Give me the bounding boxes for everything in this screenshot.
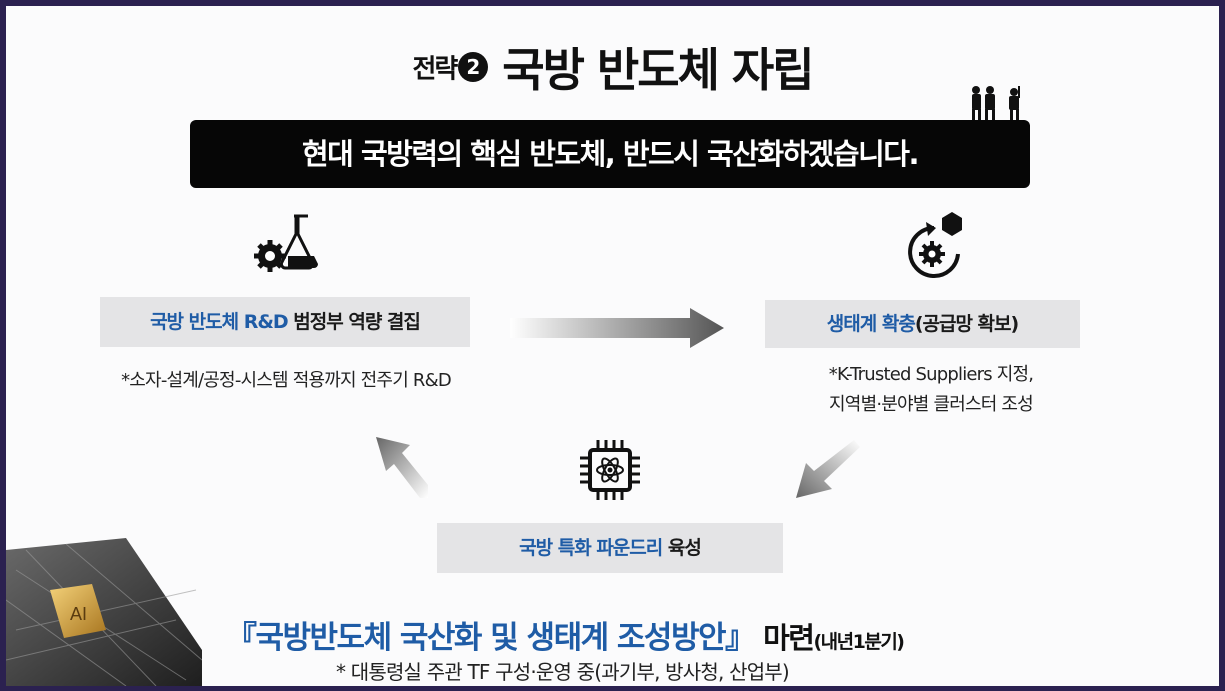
strategy-label: 전략 bbox=[412, 54, 458, 85]
arrow-up-left-icon bbox=[376, 437, 428, 498]
cycle-gear-box-icon bbox=[908, 212, 962, 278]
step-ecosystem-note-line: *K-Trusted Suppliers 지정, bbox=[828, 364, 1034, 385]
banner: 현대 국방력의 핵심 반도체, 반드시 국산화하겠습니다. bbox=[190, 120, 1030, 188]
conclusion: 『국방반도체 국산화 및 생태계 조성방안』 마련(내년1분기) bbox=[226, 612, 905, 657]
conclusion-timing: (내년1분기) bbox=[813, 631, 905, 653]
step-foundry-rest: 육성 bbox=[662, 537, 702, 559]
step-rd-box: 국방 반도체 R&D 범정부 역량 결집 bbox=[100, 297, 470, 347]
step-ecosystem-highlight: 생태계 확충 bbox=[826, 313, 916, 335]
step-foundry-box: 국방 특화 파운드리 육성 bbox=[437, 523, 783, 573]
title-main: 국방 반도체 자립 bbox=[502, 43, 814, 97]
soldiers-icon bbox=[972, 86, 1020, 121]
strategy-number: 2 bbox=[458, 52, 489, 82]
chip-icon bbox=[580, 440, 640, 500]
arrow-down-left-icon bbox=[796, 440, 860, 498]
step-rd-note: *소자-설계/공정-시스템 적용까지 전주기 R&D bbox=[121, 370, 452, 391]
step-ecosystem-note-line: 지역별·분야별 클러스터 조성 bbox=[829, 394, 1034, 415]
arrow-right-icon bbox=[510, 308, 724, 348]
step-ecosystem-rest: (공급망 확보) bbox=[914, 313, 1019, 335]
step-ecosystem-box: 생태계 확충(공급망 확보) bbox=[765, 300, 1080, 348]
step-foundry-highlight: 국방 특화 파운드리 bbox=[519, 537, 663, 559]
conclusion-plan: 『국방반도체 국산화 및 생태계 조성방안』 bbox=[226, 620, 756, 656]
footnote: * 대통령실 주관 TF 구성·운영 중(과기부, 방사청, 산업부) bbox=[336, 660, 790, 684]
step-ecosystem-note: *K-Trusted Suppliers 지정, 지역별·분야별 클러스터 조성 bbox=[706, 360, 1156, 420]
ai-chip-image: AI bbox=[6, 538, 202, 686]
gear-flask-icon bbox=[254, 214, 318, 272]
step-rd-rest: 범정부 역량 결집 bbox=[287, 311, 421, 333]
step-rd-highlight: 국방 반도체 R&D bbox=[150, 311, 289, 333]
conclusion-action: 마련 bbox=[754, 621, 815, 655]
ai-chip-label: AI bbox=[70, 604, 87, 624]
